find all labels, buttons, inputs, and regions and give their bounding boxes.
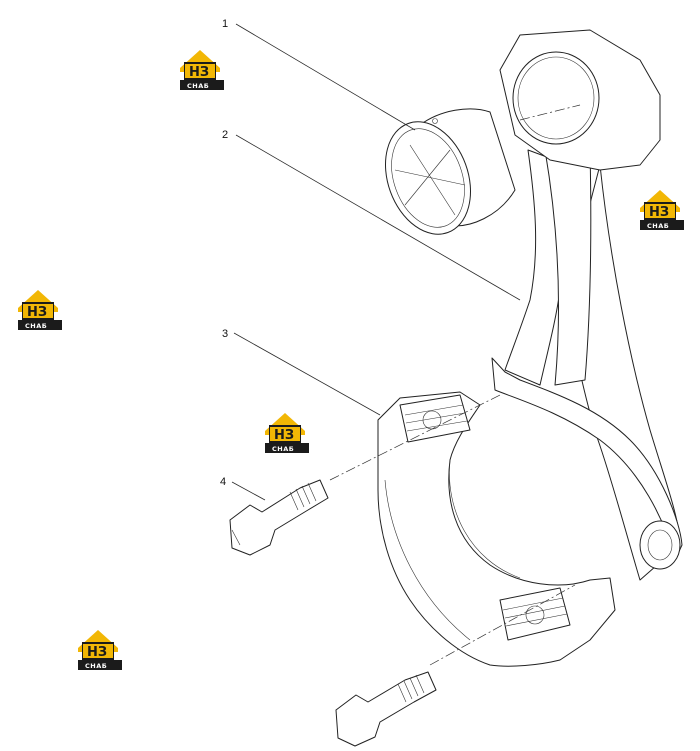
rod-bolt-upper [229,479,329,556]
connecting-rod [491,29,683,581]
leader-lines [231,23,521,501]
rod-cap-serrations-bottom [499,587,571,641]
logo-text-top: НЗ [27,305,47,320]
hz-snab-logo-icon: НЗ СНАБ [640,190,684,230]
hz-snab-logo-icon: НЗ СНАБ [265,413,309,453]
rod-cap-serrations-top [399,394,471,443]
callout-3: 3 [222,328,228,340]
hz-snab-logo-icon: НЗ СНАБ [78,630,122,670]
bushing [384,108,516,235]
logo-text-top: НЗ [189,65,209,80]
logo-text-bottom: СНАБ [272,445,294,453]
callout-4: 4 [220,476,226,488]
logo-text-bottom: СНАБ [25,322,47,330]
logo-text-bottom: СНАБ [647,222,669,230]
callout-1: 1 [222,18,228,30]
logo-text-bottom: СНАБ [187,82,209,90]
logo-text-top: НЗ [649,205,669,220]
logo-text-bottom: СНАБ [85,662,107,670]
logo-text-top: НЗ [274,428,294,443]
rod-bolt-lower [335,671,437,747]
hz-snab-logo-icon: НЗ СНАБ [180,50,224,90]
callout-2: 2 [222,129,228,141]
logo-text-top: НЗ [87,645,107,660]
hz-snab-logo-icon: НЗ СНАБ [18,290,62,330]
rod-cap [329,391,616,667]
